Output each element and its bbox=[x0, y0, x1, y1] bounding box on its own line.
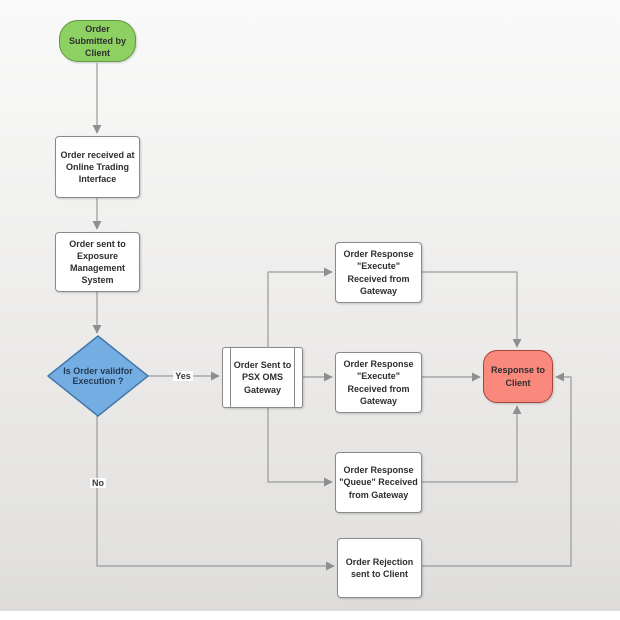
process-response-execute-top-label: Order Response "Execute" Received from G… bbox=[343, 249, 414, 296]
edge-label-yes: Yes bbox=[173, 371, 193, 381]
process-order-rejection-label: Order Rejection sent to Client bbox=[345, 556, 414, 579]
process-response-execute-mid-label: Order Response "Execute" Received from G… bbox=[343, 359, 414, 406]
process-response-queue-label: Order Response "Queue" Received from Gat… bbox=[339, 465, 418, 500]
edge-gateway-to-queue bbox=[267, 408, 333, 487]
process-exposure-system-label: Order sent to Exposure Management System bbox=[69, 238, 126, 286]
edge-execute-top-to-response bbox=[422, 271, 522, 348]
decision-label: Is Order validfor Execution ? bbox=[63, 366, 133, 386]
edge-decision-no-to-rejection bbox=[96, 416, 335, 571]
process-response-queue: Order Response "Queue" Received from Gat… bbox=[335, 452, 422, 513]
start-terminator: Order Submitted by Client bbox=[59, 20, 136, 62]
predefined-inner-line-left bbox=[230, 348, 231, 407]
predefined-process-gateway-label: Order Sent to PSX OMS Gateway bbox=[233, 360, 292, 395]
predefined-inner-line-right bbox=[294, 348, 295, 407]
edge-label-no: No bbox=[90, 478, 106, 488]
start-terminator-label: Order Submitted by Client bbox=[68, 23, 126, 59]
bottom-white-strip bbox=[0, 611, 620, 620]
edge-queue-to-response bbox=[422, 405, 522, 483]
process-order-rejection: Order Rejection sent to Client bbox=[337, 538, 422, 598]
predefined-process-gateway: Order Sent to PSX OMS Gateway bbox=[222, 347, 303, 408]
process-order-received: Order received at Online Trading Interfa… bbox=[55, 136, 140, 198]
decision-diamond-shape bbox=[47, 335, 149, 417]
edge-gateway-to-execute-top bbox=[267, 267, 333, 347]
end-terminator-response-client-label: Response to Client bbox=[490, 365, 545, 388]
end-terminator-response-client: Response to Client bbox=[483, 350, 553, 403]
edge-rejection-to-response bbox=[422, 372, 572, 567]
process-response-execute-mid: Order Response "Execute" Received from G… bbox=[335, 352, 422, 413]
process-order-received-label: Order received at Online Trading Interfa… bbox=[60, 149, 135, 185]
process-exposure-system: Order sent to Exposure Management System bbox=[55, 232, 140, 292]
process-response-execute-top: Order Response "Execute" Received from G… bbox=[335, 242, 422, 303]
